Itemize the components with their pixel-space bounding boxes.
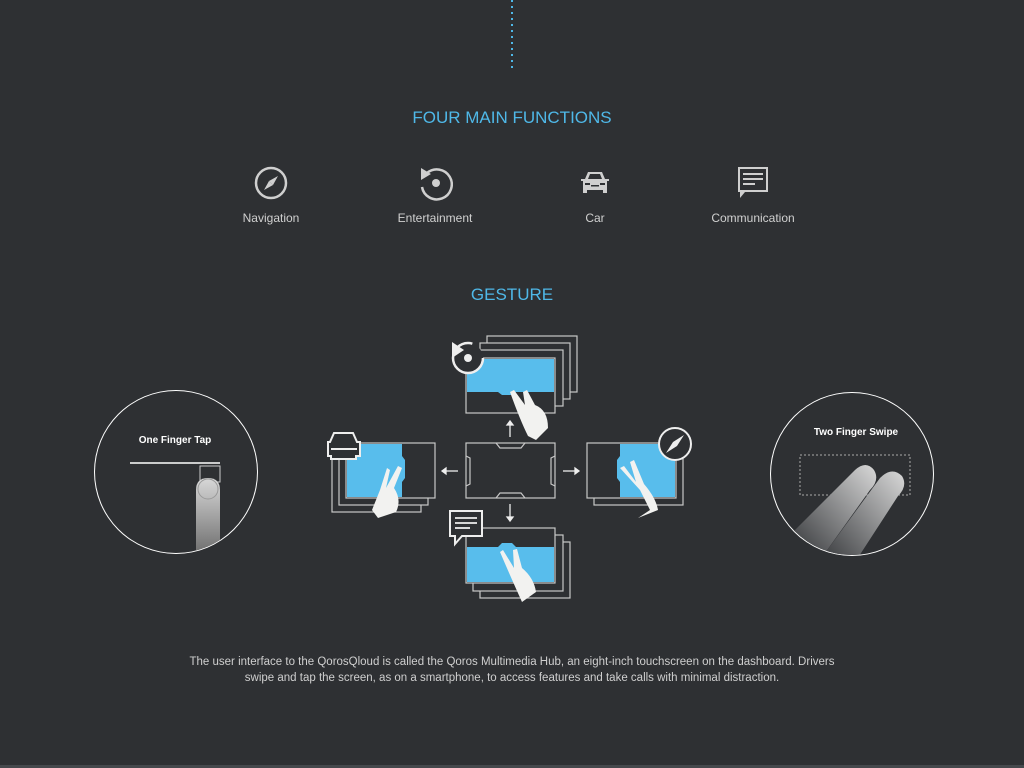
function-label: Entertainment xyxy=(397,211,473,225)
compass-icon xyxy=(658,427,692,461)
caption-line: swipe and tap the screen, as on a smartp… xyxy=(244,672,780,684)
bottom-divider xyxy=(0,765,1024,768)
message-icon xyxy=(738,167,768,198)
function-label: Communication xyxy=(711,211,795,225)
caption-line: The user interface to the QorosQloud is … xyxy=(189,656,835,668)
dotted-connector xyxy=(511,0,513,72)
function-navigation[interactable]: Navigation xyxy=(191,165,351,225)
one-finger-tap-illustration: One Finger Tap xyxy=(94,390,258,554)
two-finger-swipe-label: Two Finger Swipe xyxy=(814,427,899,438)
media-play-icon xyxy=(420,168,453,201)
hand-swipe-down xyxy=(510,390,548,440)
screen-center xyxy=(465,442,556,499)
compass-icon xyxy=(254,166,288,200)
car-icon xyxy=(327,432,361,460)
function-car[interactable]: Car xyxy=(515,165,675,225)
functions-heading: FOUR MAIN FUNCTIONS xyxy=(412,108,612,127)
message-icon xyxy=(449,510,483,547)
one-finger-tap-label: One Finger Tap xyxy=(139,435,212,446)
hand-swipe-up xyxy=(500,549,536,602)
hand-swipe-right xyxy=(372,466,402,518)
function-label: Navigation xyxy=(242,211,300,225)
gesture-heading: GESTURE xyxy=(470,285,554,304)
hand-swipe-left xyxy=(620,460,658,518)
car-icon xyxy=(581,172,609,193)
function-label: Car xyxy=(585,211,605,225)
description-caption: The user interface to the QorosQloud is … xyxy=(0,654,1024,686)
function-communication[interactable]: Communication xyxy=(673,165,833,225)
two-finger-swipe-illustration: Two Finger Swipe xyxy=(770,392,934,556)
media-play-icon xyxy=(451,341,485,375)
function-entertainment[interactable]: Entertainment xyxy=(355,165,515,225)
